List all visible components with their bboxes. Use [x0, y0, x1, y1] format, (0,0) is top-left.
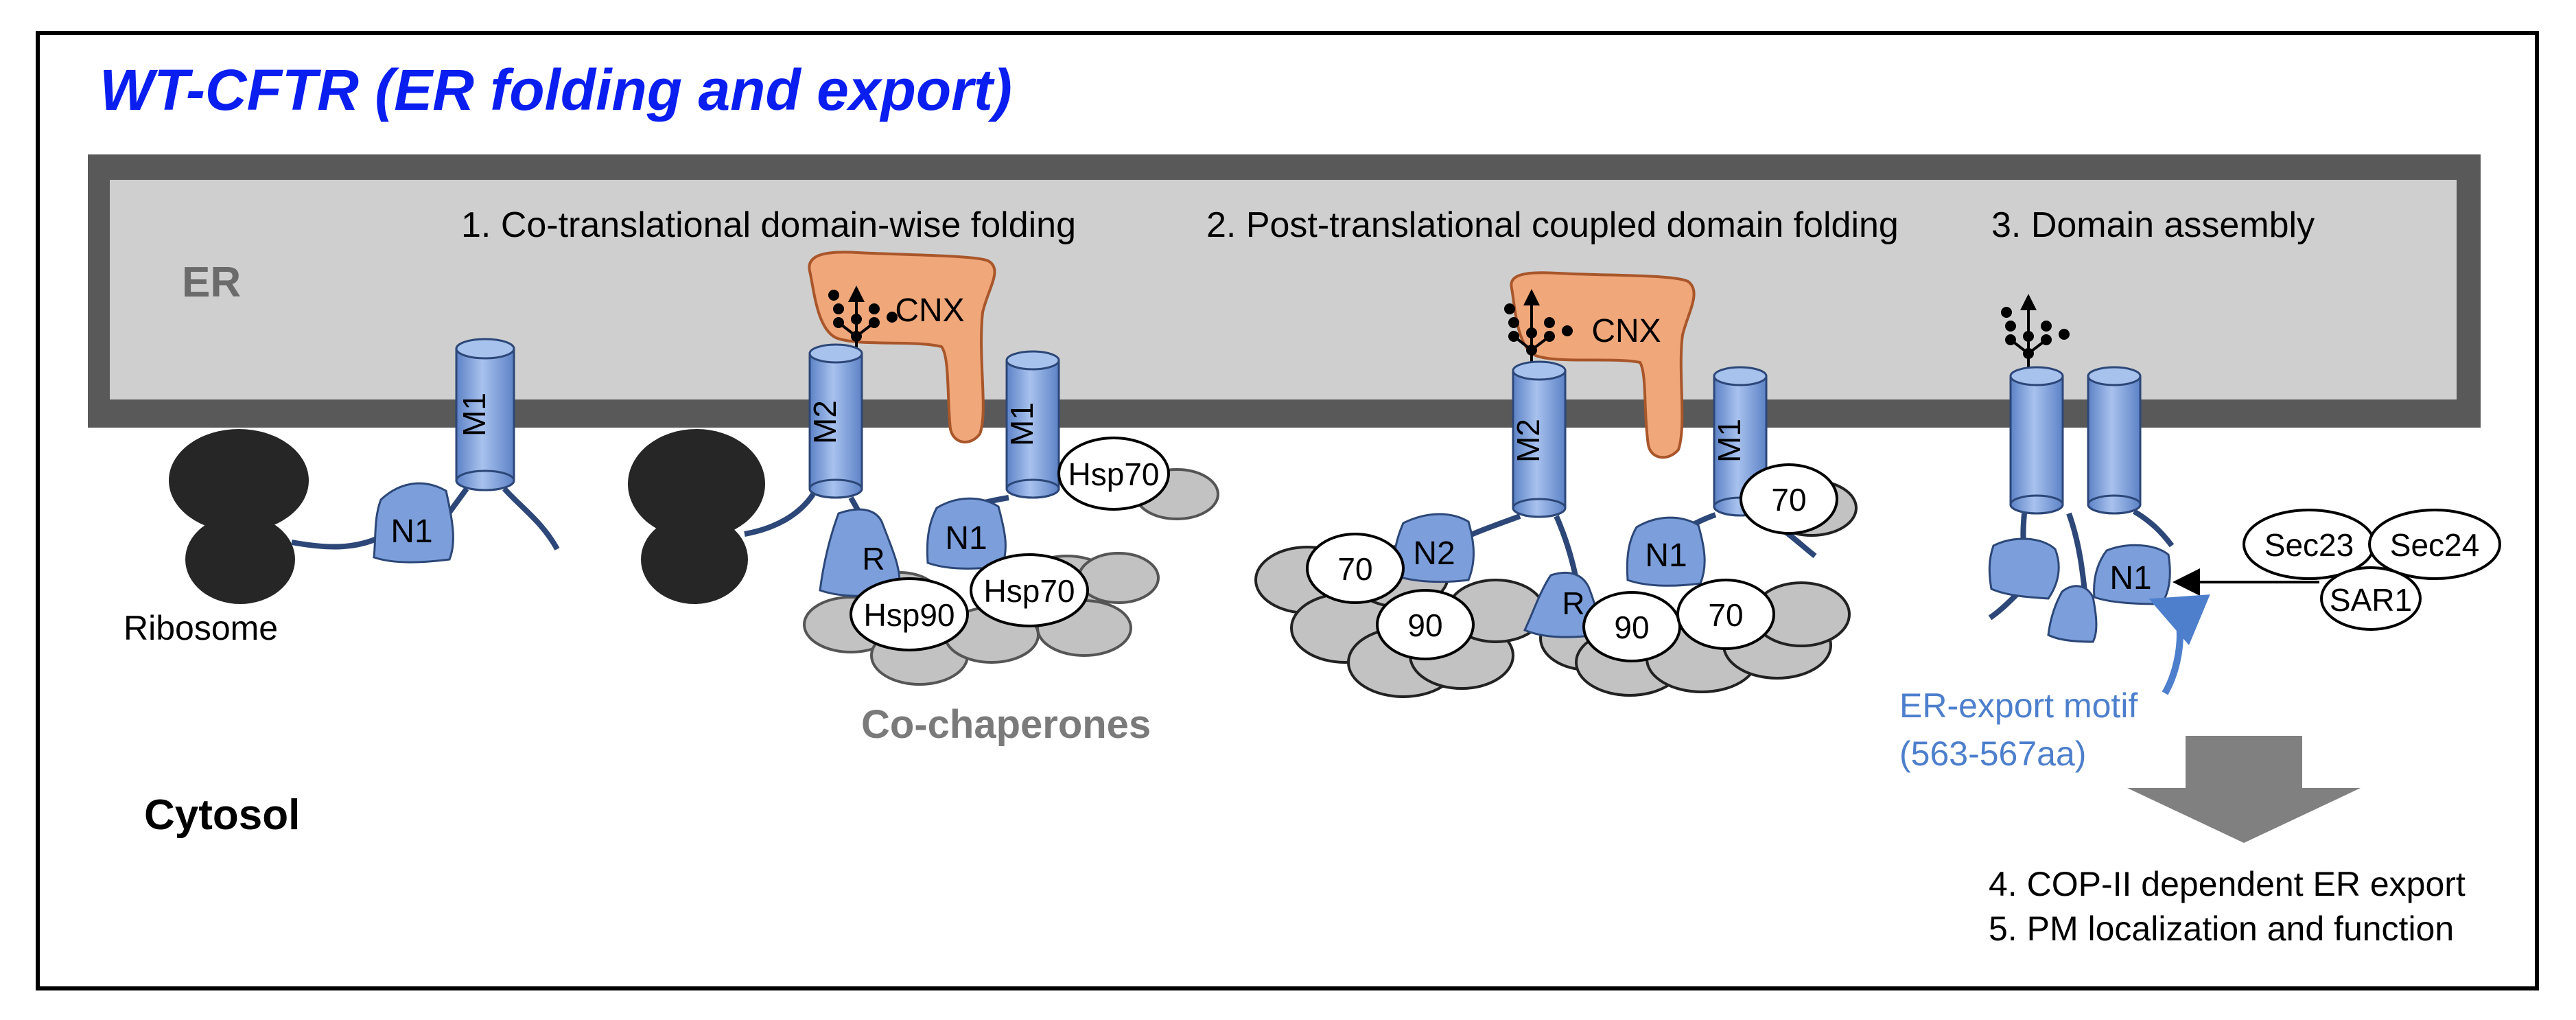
hsp70-chaperone — [1306, 533, 1405, 604]
cnx-chaperone — [1510, 271, 1696, 459]
r-label: R — [1562, 586, 1584, 621]
cnx-label: CNX — [895, 292, 964, 329]
glycan-icon — [1504, 289, 1573, 364]
figure-title: WT-CFTR (ER folding and export) — [99, 58, 1012, 122]
n1-label: N1 — [945, 520, 987, 557]
hsp70-chaperone — [970, 553, 1089, 627]
step2-label: 2. Post-translational coupled domain fol… — [1206, 205, 1899, 245]
motif-arrow — [2148, 594, 2210, 695]
hsp90-label: 90 — [1614, 610, 1649, 645]
n2-domain — [1988, 537, 2060, 600]
n2-label: N2 — [1413, 535, 1455, 572]
er-export-motif-label: ER-export motif — [1899, 686, 2138, 725]
export-arrow — [2127, 736, 2361, 843]
figure-frame — [36, 31, 2539, 990]
hsp70-chaperone — [1057, 437, 1170, 511]
m2-cylinder — [2009, 375, 2064, 515]
r-domain — [2047, 585, 2098, 643]
hsp70-label: 70 — [1771, 482, 1806, 518]
ribosome-label: Ribosome — [124, 609, 278, 647]
er-label: ER — [182, 259, 241, 306]
sar1-label: SAR1 — [2330, 582, 2412, 618]
panel-domain-assembly: N1 Sec23 Sec24 SAR1 ER-export motif (563… — [1899, 294, 2501, 948]
m1-cylinder — [2087, 375, 2142, 515]
sec24-protein — [2368, 509, 2501, 580]
cnx-label: CNX — [1591, 313, 1661, 349]
m2-label: M2 — [1510, 419, 1546, 463]
n1-domain — [373, 482, 454, 564]
hsp70-label: Hsp70 — [1068, 456, 1160, 492]
step4-label: 4. COP-II dependent ER export — [1989, 865, 2466, 903]
hsp70-chaperone — [1740, 463, 1838, 535]
cytosol-label: Cytosol — [144, 791, 300, 839]
sec23-label: Sec23 — [2264, 527, 2354, 563]
glycan-icon — [2001, 294, 2070, 367]
hsp90-label: 90 — [1407, 607, 1442, 643]
hsp70-label: 70 — [1708, 597, 1743, 633]
sec24-label: Sec24 — [2390, 527, 2479, 563]
sar1-protein — [2320, 566, 2422, 631]
panel-coupled-folding: CNX M2 M1 — [1254, 271, 1858, 698]
n1-label: N1 — [390, 513, 432, 550]
co-chaperones-label: Co-chaperones — [861, 702, 1151, 747]
panel-ribosome-1: Ribosome M1 N1 — [124, 338, 560, 647]
er-export-motif-range: (563-567aa) — [1899, 734, 2086, 773]
step1-label: 1. Co-translational domain-wise folding — [461, 205, 1076, 245]
n1-label: N1 — [1645, 537, 1687, 574]
step5-label: 5. PM localization and function — [1989, 909, 2454, 948]
n1-label: N1 — [2109, 560, 2151, 596]
hsp70-chaperone — [1676, 579, 1775, 650]
m1-label: M1 — [1004, 402, 1040, 446]
m2-label: M2 — [807, 400, 843, 444]
ribosome-large-subunit — [169, 429, 309, 532]
hsp70-label: Hsp70 — [984, 573, 1075, 609]
hsp90-chaperone — [1376, 589, 1475, 660]
ribosome-small-subunit — [185, 515, 295, 604]
panel-ribosome-2: CNX M2 M1 — [628, 251, 1219, 747]
step3-label: 3. Domain assembly — [1991, 205, 2315, 245]
r-label: R — [862, 541, 885, 577]
hsp90-label: Hsp90 — [864, 597, 955, 633]
hsp70-label: 70 — [1337, 551, 1372, 587]
glycan-icon — [828, 286, 898, 350]
ribosome-large-subunit — [628, 429, 765, 539]
hsp90-chaperone — [850, 577, 969, 651]
m1-label: M1 — [456, 393, 492, 437]
m1-label: M1 — [1711, 419, 1747, 463]
n1-domain — [1626, 516, 1706, 587]
ribosome-small-subunit — [641, 515, 748, 604]
nascent-chain — [291, 533, 386, 550]
